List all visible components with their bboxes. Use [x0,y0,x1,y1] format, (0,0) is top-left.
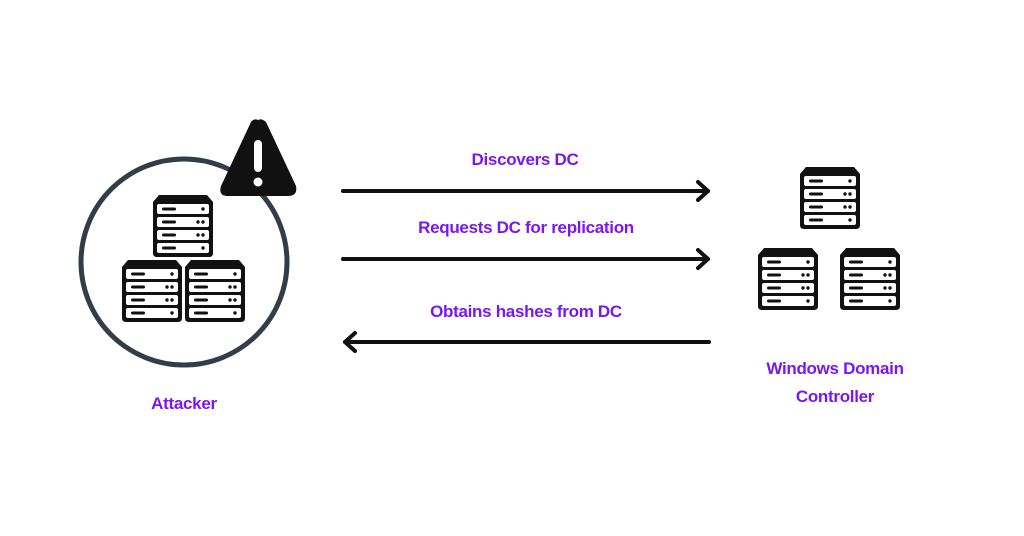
attacker-server-stack-icon [122,195,245,322]
node-label-dc-line1: Windows Domain [766,359,904,378]
edge-label-discovers-dc: Discovers DC [471,150,579,169]
warning-icon [220,119,297,196]
arrow-obtains-hashes [343,331,711,353]
arrow-discovers-dc [341,180,710,202]
edge-label-requests-replication: Requests DC for replication [418,218,634,237]
node-label-attacker: Attacker [151,394,217,413]
edge-label-obtains-hashes: Obtains hashes from DC [430,302,622,321]
node-label-dc-line2: Controller [795,387,875,406]
attacker-circle [78,156,290,368]
dc-server-stack-icon [758,167,900,310]
arrow-requests-replication [341,248,710,270]
